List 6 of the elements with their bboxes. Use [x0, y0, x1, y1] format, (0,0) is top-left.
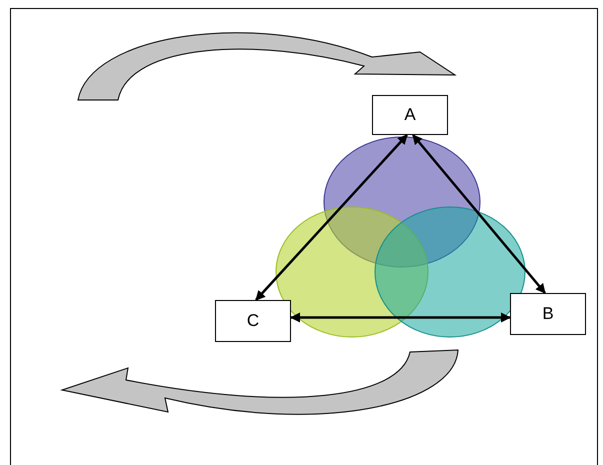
- label-box: A: [372, 95, 448, 135]
- arrow: [412, 134, 546, 294]
- arrow: [255, 134, 408, 301]
- arrow: [290, 312, 511, 322]
- label-box: B: [510, 293, 586, 335]
- label-box: C: [215, 300, 291, 342]
